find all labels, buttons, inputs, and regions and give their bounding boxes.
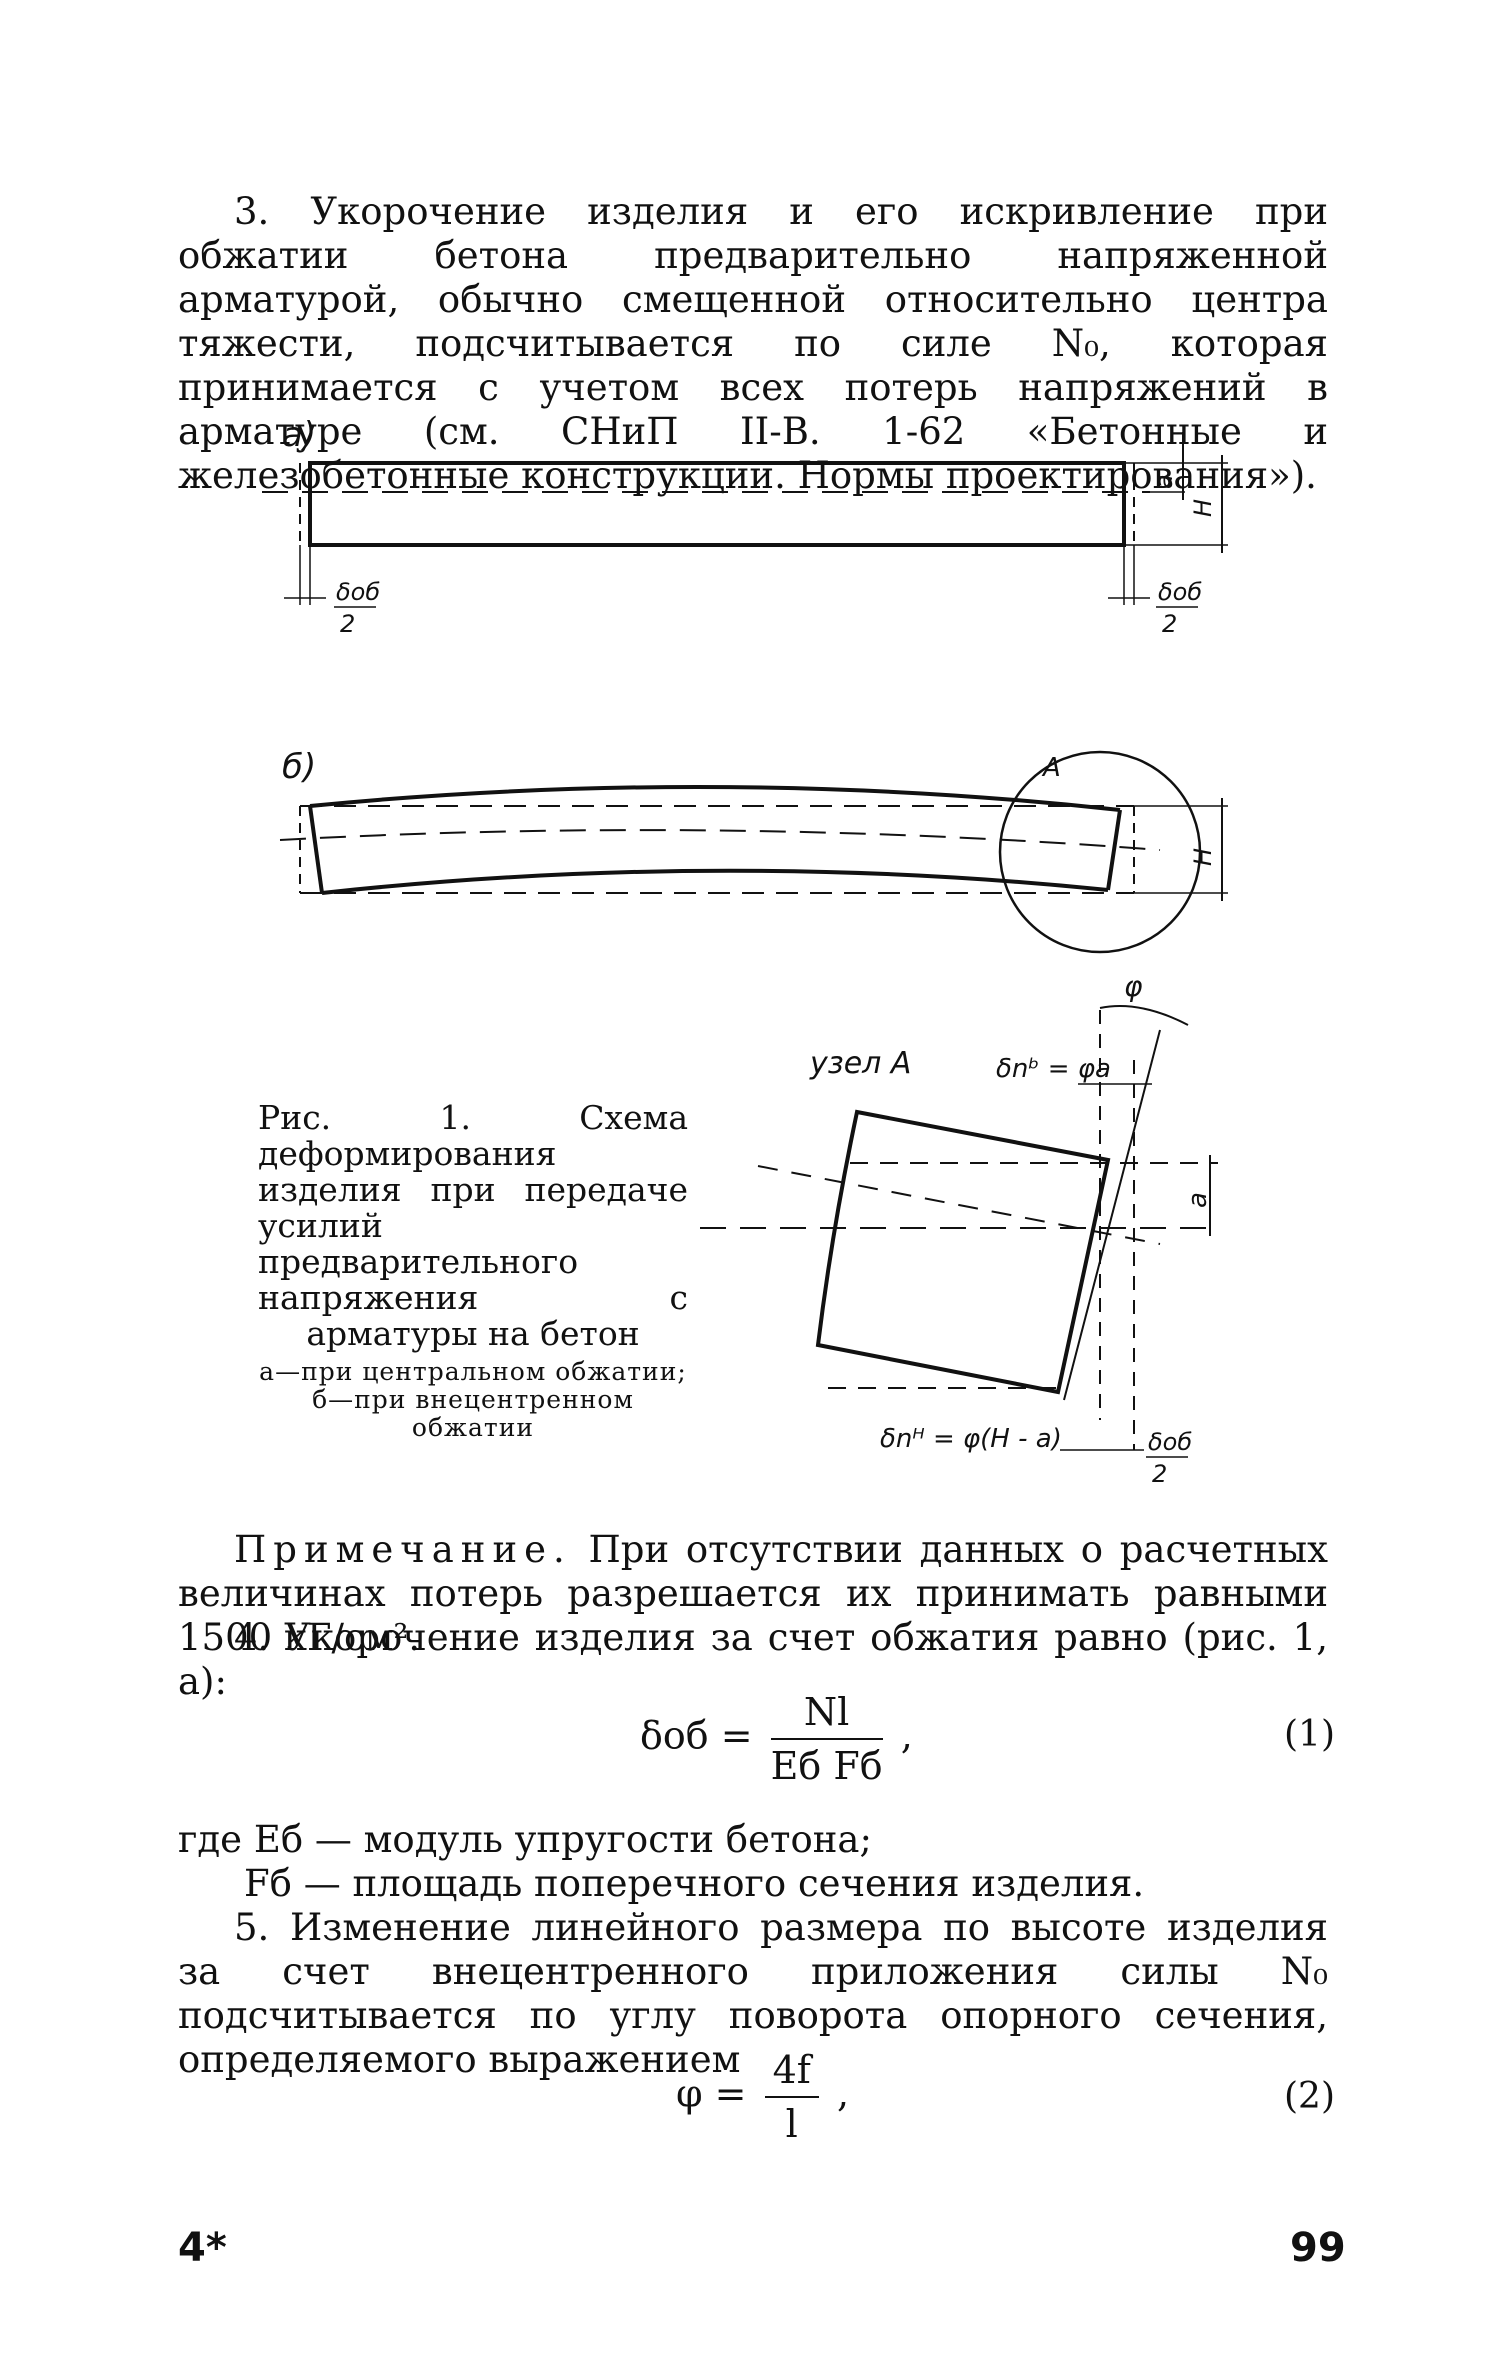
note-label: Примечание.	[234, 1528, 572, 1571]
formula-2-tail: ,	[836, 2071, 850, 2116]
formula-1-tail: ,	[900, 1713, 913, 1758]
paragraph-3: 3. Укорочение изделия и его искривление …	[178, 190, 1328, 497]
figure-1: а) a H δоб 2 δоб 2 б) A	[262, 415, 1228, 1488]
formula-1: δоб = Nl Eб Fб ,	[640, 1690, 913, 1788]
page-number: 99	[1290, 2225, 1346, 2271]
rotated-center	[757, 1165, 1161, 1245]
delta-left-num: δоб	[336, 578, 380, 606]
label-a: а)	[282, 415, 316, 455]
delta-top-label: δnᵇ = φa	[996, 1054, 1111, 1084]
delta-node-num: δоб	[1148, 1428, 1192, 1456]
formula-1-fraction: Nl Eб Fб	[770, 1690, 883, 1788]
beam-b-top	[309, 784, 1121, 812]
phi-arc	[1099, 1005, 1189, 1026]
delta-right-den: 2	[1162, 610, 1177, 638]
formula-2-num: 4f	[764, 2048, 819, 2098]
folio-left: 4*	[178, 2225, 227, 2271]
delta-node-den: 2	[1152, 1460, 1167, 1488]
note-text: При отсутствии данных о расчетных величи…	[178, 1528, 1328, 1659]
node-label: узел A	[809, 1046, 911, 1081]
formula-1-number: (1)	[1284, 1714, 1335, 1755]
dim-a-node-text: a	[1183, 1192, 1213, 1208]
formula-1-num: Nl	[770, 1690, 883, 1740]
dim-a-text: a	[1150, 474, 1178, 489]
beam-b-right-end	[1106, 809, 1122, 891]
delta-right-num: δоб	[1158, 578, 1202, 606]
figure-caption: Рис. 1. Схема деформирования изделия при…	[258, 1100, 688, 1442]
delta-bottom-label: δnᴴ = φ(H - a)	[880, 1424, 1062, 1454]
phi-label: φ	[1124, 970, 1143, 1003]
caption-main: Рис. 1. Схема деформирования изделия при…	[258, 1098, 688, 1353]
formula-2-fraction: 4f l	[764, 2048, 819, 2146]
beam-b-left-end	[308, 805, 324, 894]
beam-a	[308, 461, 1126, 547]
formula-2: φ = 4f l ,	[676, 2048, 849, 2146]
dim-H-b-text: H	[1189, 848, 1217, 866]
label-b: б)	[282, 747, 316, 787]
formula-1-den: Eб Fб	[770, 1744, 883, 1788]
where-2: Fб — площадь поперечного сечения изделия…	[244, 1862, 1145, 1905]
centerline-b	[279, 829, 1161, 851]
paragraph-4: 4. Укорочение изделия за счет обжатия ра…	[178, 1616, 1328, 1703]
label-A: A	[1041, 753, 1061, 783]
node-section	[815, 1109, 1111, 1395]
rotated-axis	[1063, 1029, 1161, 1401]
paragraph-5: 5. Изменение линейного размера по высоте…	[178, 1906, 1328, 2081]
formula-1-lhs: δоб =	[640, 1713, 753, 1758]
delta-left-den: 2	[340, 610, 355, 638]
where-1: где Eб — модуль упругости бетона;	[178, 1818, 872, 1861]
dim-H-text: H	[1189, 499, 1217, 517]
note: Примечание. При отсутствии данных о расч…	[178, 1528, 1328, 1660]
formula-2-number: (2)	[1284, 2076, 1335, 2117]
node-a-circle	[998, 750, 1202, 954]
formula-2-lhs: φ =	[676, 2071, 747, 2116]
formula-2-den: l	[785, 2102, 798, 2146]
beam-b-bottom	[321, 868, 1109, 895]
caption-sub: а—при центральном обжатии; б—при внецент…	[259, 1357, 687, 1442]
